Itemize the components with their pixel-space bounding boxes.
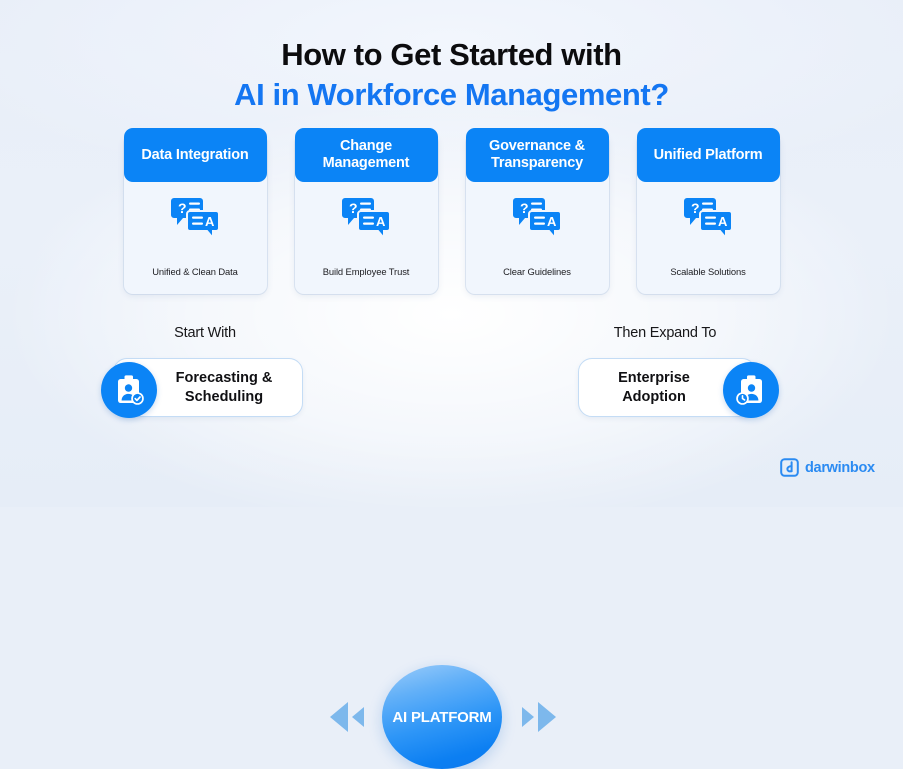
card-governance-transparency[interactable]: Governance & Transparency ? A Clear Guid… xyxy=(465,128,609,294)
card-caption: Build Employee Trust xyxy=(322,266,410,277)
card-data-integration[interactable]: Data Integration ? A Unified & Clean Dat… xyxy=(123,128,267,294)
darwinbox-wordmark: darwinbox xyxy=(805,459,875,476)
darwinbox-d-mark-icon xyxy=(780,458,799,477)
ai-platform-ellipse[interactable]: AI PLATFORM xyxy=(382,665,502,769)
svg-text:?: ? xyxy=(349,200,358,216)
svg-text:A: A xyxy=(547,214,557,229)
card-change-management[interactable]: Change Management ? A Build Employee Tru… xyxy=(294,128,438,294)
id-badge-clock-icon xyxy=(723,362,779,418)
double-arrow-right-icon xyxy=(519,691,559,743)
darwinbox-logo[interactable]: darwinbox xyxy=(780,458,875,477)
then-expand-to-label: Then Expand To xyxy=(613,325,717,341)
card-heading: Data Integration xyxy=(123,128,267,182)
card-heading: Change Management xyxy=(294,128,438,182)
qa-chat-bubbles-icon: ? A xyxy=(466,196,609,240)
qa-chat-bubbles-icon: ? A xyxy=(295,196,438,240)
double-arrow-left-icon xyxy=(327,691,367,743)
svg-text:?: ? xyxy=(691,200,700,216)
card-unified-platform[interactable]: Unified Platform ? A Scalable Solutions xyxy=(636,128,780,294)
card-heading: Governance & Transparency xyxy=(465,128,609,182)
card-row: Data Integration ? A Unified & Clean Dat… xyxy=(0,128,903,300)
card-heading: Unified Platform xyxy=(636,128,780,182)
svg-text:?: ? xyxy=(178,200,187,216)
svg-text:?: ? xyxy=(520,200,529,216)
svg-text:A: A xyxy=(718,214,728,229)
card-caption: Scalable Solutions xyxy=(670,266,746,277)
title-line-1: How to Get Started with xyxy=(281,37,622,72)
card-caption: Clear Guidelines xyxy=(503,266,571,277)
page-title: How to Get Started with AI in Workforce … xyxy=(0,36,903,114)
svg-text:A: A xyxy=(376,214,386,229)
card-caption: Unified & Clean Data xyxy=(152,266,238,277)
qa-chat-bubbles-icon: ? A xyxy=(637,196,780,240)
start-with-label: Start With xyxy=(174,325,236,341)
title-line-2: AI in Workforce Management? xyxy=(234,76,669,112)
svg-text:A: A xyxy=(205,214,215,229)
id-badge-check-icon xyxy=(101,362,157,418)
qa-chat-bubbles-icon: ? A xyxy=(124,196,267,240)
